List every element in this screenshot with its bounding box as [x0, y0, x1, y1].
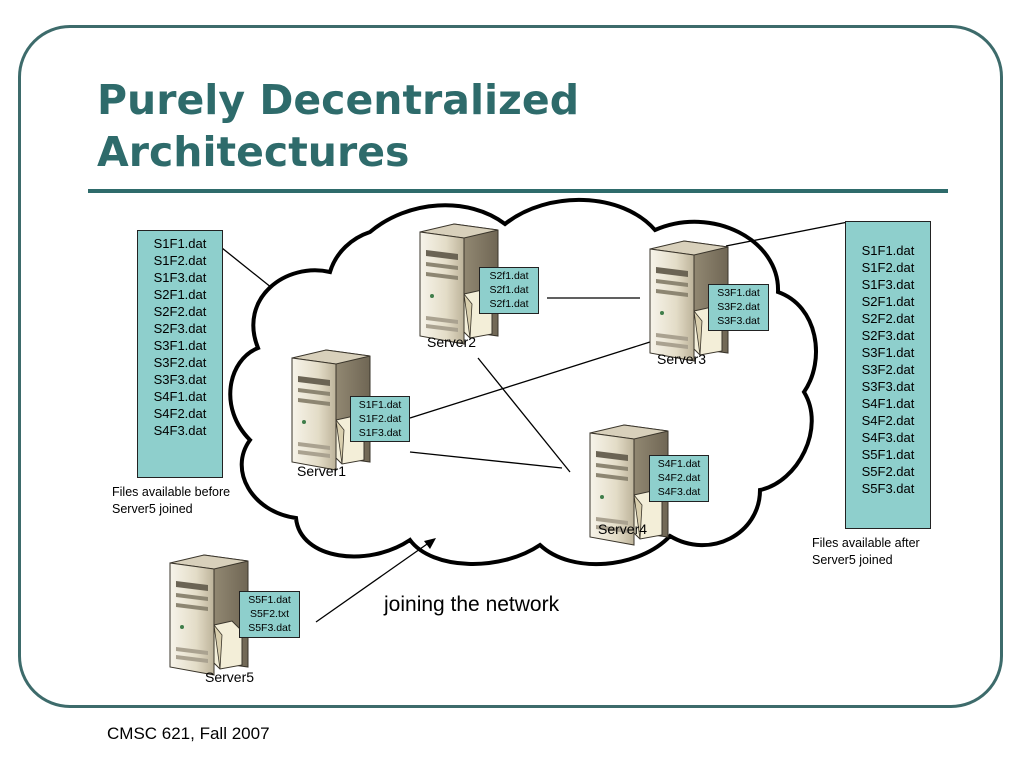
file-entry: S2f1.dat: [489, 298, 529, 310]
file-entry: S4F3.dat: [861, 430, 915, 445]
server5-label: Server5: [205, 669, 255, 685]
file-entry: S4F3.dat: [657, 486, 701, 498]
file-entry: S2F1.dat: [153, 287, 207, 302]
slide-footer: CMSC 621, Fall 2007: [107, 724, 270, 743]
file-entry: S5F2.txt: [249, 608, 290, 620]
link-server1-server3: [409, 341, 651, 419]
file-entry: S2f1.dat: [489, 270, 529, 282]
file-entry: S3F3.dat: [717, 315, 760, 327]
file-entry: S5F1.dat: [248, 594, 291, 606]
file-entry: S2F2.dat: [861, 311, 915, 326]
slide-title: Purely Decentralized Architectures: [97, 74, 579, 178]
file-entry: S5F3.dat: [248, 622, 291, 634]
file-entry: S2F3.dat: [861, 328, 915, 343]
right-list-pointer: [725, 221, 849, 247]
file-entry: S3F1.dat: [717, 287, 760, 299]
file-entry: S3F1.dat: [861, 345, 915, 360]
file-entry: S4F1.dat: [861, 396, 915, 411]
link-server1-server4: [409, 451, 563, 469]
files-after-caption: Files available after Server5 joined: [812, 536, 920, 567]
file-entry: S4F2.dat: [861, 413, 915, 428]
file-entry: S4F2.dat: [657, 472, 701, 484]
file-entry: S4F2.dat: [153, 406, 207, 421]
slide-frame: [18, 25, 1003, 708]
file-entry: S4F1.dat: [153, 389, 207, 404]
file-entry: S1F1.dat: [861, 243, 915, 258]
server1-label: Server1: [297, 463, 347, 479]
file-entry: S1F1.dat: [358, 399, 402, 411]
server3-label: Server3: [657, 351, 707, 367]
file-entry: S1F3.dat: [153, 270, 207, 285]
file-entry: S5F2.dat: [861, 464, 915, 479]
file-entry: S1F1.dat: [153, 236, 207, 251]
file-entry: S2F2.dat: [153, 304, 207, 319]
title-rule: [88, 189, 948, 193]
server2-label: Server2: [427, 334, 477, 350]
connection-lines: [211, 221, 849, 623]
title-line-2: Architectures: [97, 128, 410, 176]
joining-network-label: joining the network: [384, 593, 560, 616]
server-tower-icon: [169, 554, 249, 676]
file-entry: S3F3.dat: [153, 372, 207, 387]
title-line-1: Purely Decentralized: [97, 76, 580, 124]
file-entry: S1F2.dat: [861, 260, 915, 275]
file-entry: S3F2.dat: [717, 301, 760, 313]
join-arrow-head: [424, 538, 436, 549]
server4-label: Server4: [598, 521, 648, 537]
file-entry: S4F1.dat: [657, 458, 701, 470]
file-entry: S3F3.dat: [861, 379, 915, 394]
file-entry: S5F3.dat: [861, 481, 915, 496]
file-entry: S3F2.dat: [153, 355, 207, 370]
file-entry: S1F2.dat: [153, 253, 207, 268]
file-entry: S1F3.dat: [358, 427, 402, 439]
files-before-caption: Files available before Server5 joined: [112, 485, 231, 516]
file-entry: S2F3.dat: [153, 321, 207, 336]
file-entry: S2F1.dat: [861, 294, 915, 309]
file-entry: S4F3.dat: [153, 423, 207, 438]
file-entry: S1F2.dat: [358, 413, 402, 425]
link-server2-server4: [477, 357, 571, 473]
file-entry: S5F1.dat: [861, 447, 915, 462]
file-entry: S3F2.dat: [861, 362, 915, 377]
join-arrow-line: [315, 541, 431, 623]
file-entry: S3F1.dat: [153, 338, 207, 353]
file-entry: S2f1.dat: [489, 284, 529, 296]
file-entry: S1F3.dat: [861, 277, 915, 292]
